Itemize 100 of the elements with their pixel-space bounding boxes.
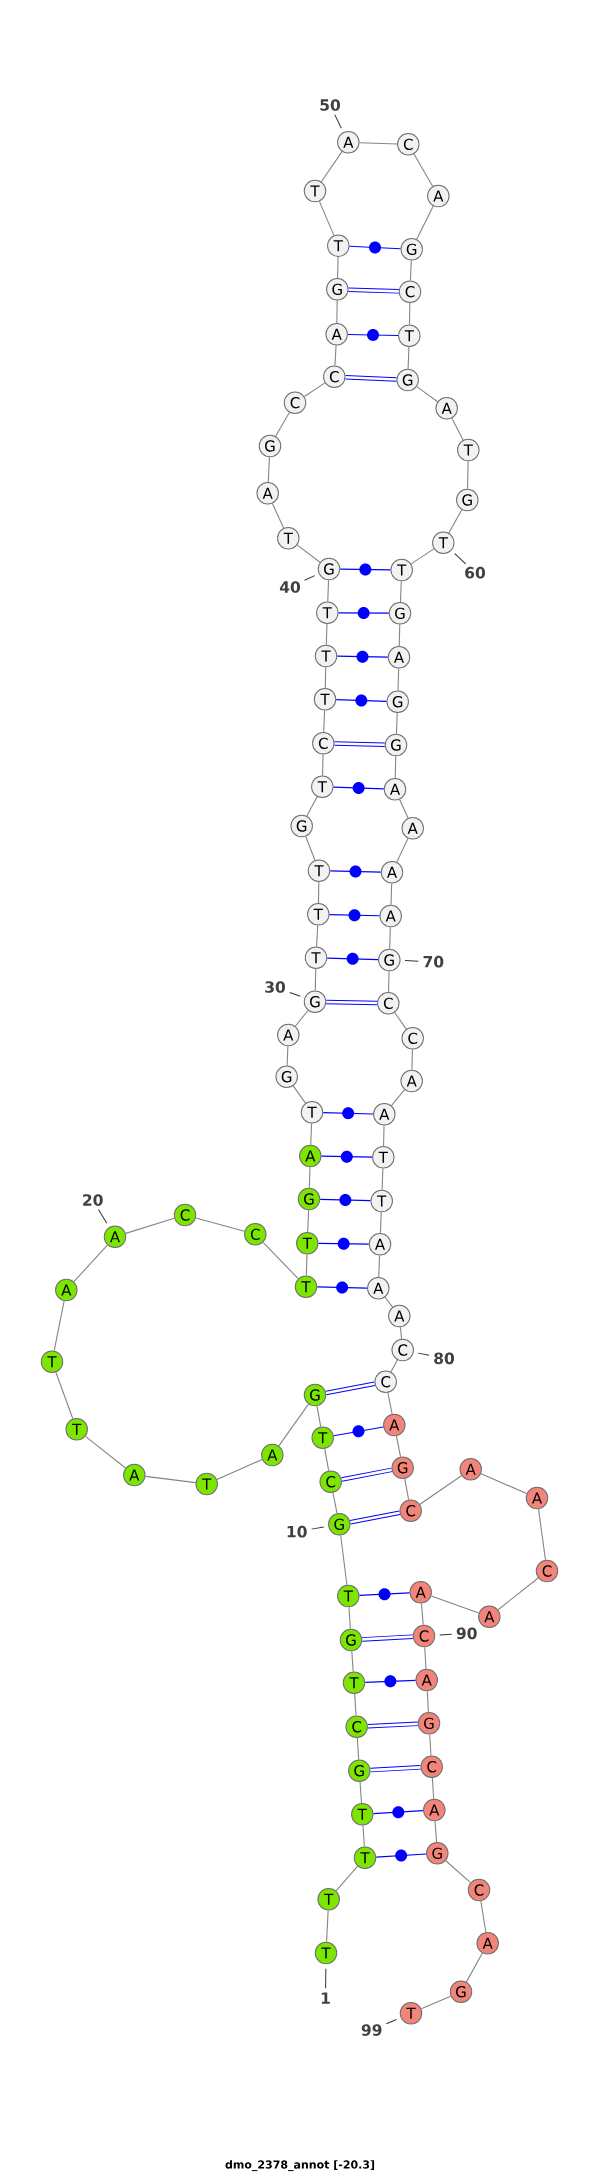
backbone-line — [125, 1217, 175, 1234]
leader-line — [304, 575, 316, 581]
backbone-line — [327, 579, 330, 602]
backbone-line — [325, 623, 328, 646]
base-pair-line — [325, 1381, 376, 1396]
backbone-line — [362, 1825, 365, 1848]
backbone-line — [306, 796, 318, 817]
base-pair-line — [335, 694, 388, 707]
backbone-line — [294, 1009, 309, 1027]
backbone-line — [448, 509, 463, 534]
backbone-line — [421, 1603, 424, 1626]
backbone-line — [390, 1359, 398, 1373]
backbone-line — [53, 1300, 65, 1352]
backbone-line — [262, 1241, 299, 1280]
leader-line — [97, 1209, 108, 1224]
backbone-line — [404, 1478, 410, 1501]
base-pair-line — [316, 1281, 368, 1294]
backbone-line — [420, 1995, 452, 2010]
backbone-line — [394, 755, 397, 779]
backbone-line — [480, 1900, 487, 1933]
backbone-line — [395, 1435, 402, 1458]
backbone-line — [310, 1123, 313, 1146]
backbone-line — [399, 799, 409, 819]
base-pair-line — [334, 741, 385, 747]
base-pair-line — [339, 563, 392, 576]
leader-line — [385, 2019, 397, 2025]
backbone-line — [416, 205, 434, 240]
backbone-line — [497, 1577, 539, 1611]
backbone-line — [409, 260, 412, 281]
backbone-line — [451, 417, 464, 441]
backbone-line — [390, 1089, 406, 1107]
backbone-line — [336, 300, 338, 324]
backbone-line — [335, 1865, 359, 1892]
backbone-line — [411, 1049, 413, 1071]
backbone-line — [430, 1595, 480, 1614]
backbone-line — [359, 1781, 363, 1804]
base-pair-line — [332, 782, 385, 794]
base-pair-line — [320, 1150, 373, 1163]
backbone-line — [332, 1492, 338, 1514]
backbone-line — [296, 544, 321, 563]
backbone-line — [397, 668, 400, 691]
backbone-line — [426, 1690, 429, 1713]
position-number: 80 — [434, 1352, 455, 1365]
backbone-line — [323, 710, 326, 733]
backbone-line — [410, 548, 435, 565]
base-pair-line — [317, 1237, 370, 1250]
backbone-line — [429, 1734, 432, 1757]
backbone-line — [305, 835, 316, 861]
backbone-line — [538, 1508, 547, 1561]
position-number: 50 — [320, 99, 341, 111]
position-number: 60 — [465, 566, 486, 579]
backbone-line — [378, 1255, 381, 1278]
backbone-line — [348, 1606, 351, 1630]
backbone-line — [303, 382, 326, 398]
backbone-line — [195, 1217, 245, 1232]
backbone-line — [387, 1392, 393, 1415]
backbone-line — [354, 1693, 357, 1717]
base-pair-line — [349, 1510, 401, 1525]
backbone-line — [359, 142, 398, 145]
backbone-line — [307, 1209, 310, 1233]
backbone-line — [316, 1405, 322, 1428]
backbone-line — [314, 968, 317, 991]
backbone-line — [431, 1777, 435, 1800]
backbone-line — [318, 200, 335, 236]
backbone-line — [408, 302, 411, 325]
backbone-line — [379, 1211, 382, 1234]
backbone-line — [389, 926, 391, 950]
base-pair-line — [358, 1588, 411, 1601]
base-pair-line — [319, 1194, 372, 1206]
backbone-line — [317, 881, 320, 904]
backbone-line — [73, 1244, 108, 1283]
leader-line — [311, 1526, 325, 1530]
backbone-line — [326, 1910, 329, 1943]
backbone-line — [399, 580, 402, 603]
backbone-line — [394, 1012, 407, 1030]
base-pair-line — [367, 1721, 418, 1729]
backbone-line — [398, 624, 401, 647]
base-pair-line — [348, 287, 399, 294]
backbone-line — [465, 1952, 483, 1983]
backbone-line — [308, 1166, 311, 1189]
backbone-line — [216, 1459, 263, 1480]
base-pair-line — [364, 1675, 417, 1688]
backbone-line — [324, 666, 327, 689]
backbone-line — [445, 1860, 472, 1884]
backbone-line — [416, 386, 439, 403]
base-pair-line — [362, 1634, 413, 1642]
backbone-line — [84, 1435, 127, 1469]
backbone-line — [275, 411, 290, 437]
backbone-line — [320, 151, 343, 183]
backbone-line — [395, 712, 398, 735]
backbone-line — [267, 456, 270, 483]
backbone-line — [340, 1534, 348, 1586]
base-pair-line — [329, 865, 382, 878]
backbone-line — [286, 1045, 289, 1066]
leader-line — [325, 1968, 327, 1989]
base-pair-line — [372, 1806, 424, 1819]
backbone-line — [144, 1475, 197, 1484]
backbone-line — [407, 346, 410, 370]
backbone-line — [337, 256, 339, 279]
position-number: 90 — [456, 1627, 477, 1640]
